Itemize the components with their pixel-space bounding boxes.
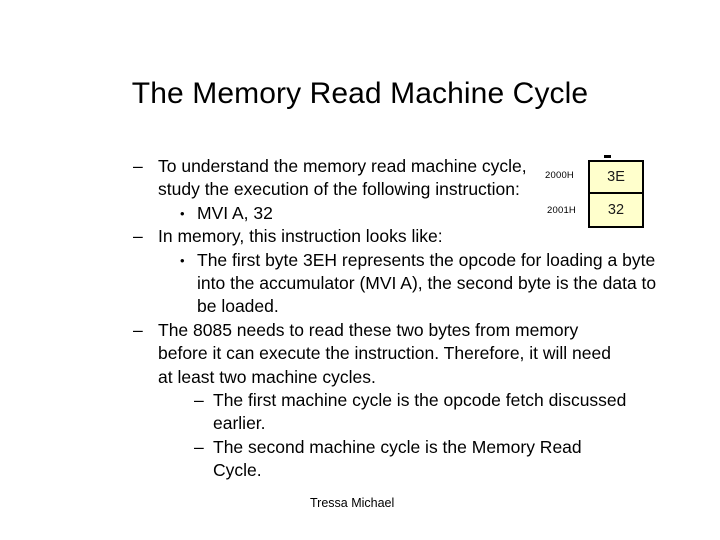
page-title: The Memory Read Machine Cycle <box>131 77 589 110</box>
outline-item-5: – The 8085 needs to read these two bytes… <box>126 319 692 389</box>
dot-bullet-icon: • <box>180 252 185 268</box>
outline-item-3: – In memory, this instruction looks like… <box>126 225 692 248</box>
outline-item-4: • The first byte 3EH represents the opco… <box>126 249 692 319</box>
outline-item-6-text: The first machine cycle is the opcode fe… <box>213 390 627 434</box>
outline-item-2: • MVI A, 32 <box>126 202 692 225</box>
author-credit: Tressa Michael <box>310 496 395 510</box>
memory-cell-value-1: 32 <box>590 194 642 226</box>
memory-address-label-0: 2000H <box>545 170 574 181</box>
outline-item-4-text: The first byte 3EH represents the opcode… <box>197 249 657 317</box>
dash-bullet-icon: – <box>133 156 143 176</box>
outline-item-1-text: To understand the memory read machine cy… <box>158 156 527 200</box>
outline-item-5-text: The 8085 needs to read these two bytes f… <box>158 319 611 387</box>
content-outline: – To understand the memory read machine … <box>126 155 692 483</box>
outline-item-6: – The first machine cycle is the opcode … <box>126 389 692 436</box>
outline-item-7-text: The second machine cycle is the Memory R… <box>213 436 582 481</box>
outline-item-2-text: MVI A, 32 <box>197 202 273 223</box>
dash-bullet-icon: – <box>133 226 143 247</box>
dash-bullet-icon: – <box>133 319 143 340</box>
dash-bullet-icon: – <box>194 436 204 457</box>
outline-item-3-text: In memory, this instruction looks like: <box>158 226 443 247</box>
outline-item-1: – To understand the memory read machine … <box>126 155 692 202</box>
memory-cell-value-0: 3E <box>590 162 642 194</box>
outline-item-7: – The second machine cycle is the Memory… <box>126 436 692 483</box>
memory-address-label-1: 2001H <box>547 205 576 216</box>
dash-bullet-icon: – <box>194 390 204 411</box>
dot-bullet-icon: • <box>180 205 185 221</box>
memory-table: 3E 32 <box>588 160 644 228</box>
table-tick-mark <box>604 155 611 158</box>
